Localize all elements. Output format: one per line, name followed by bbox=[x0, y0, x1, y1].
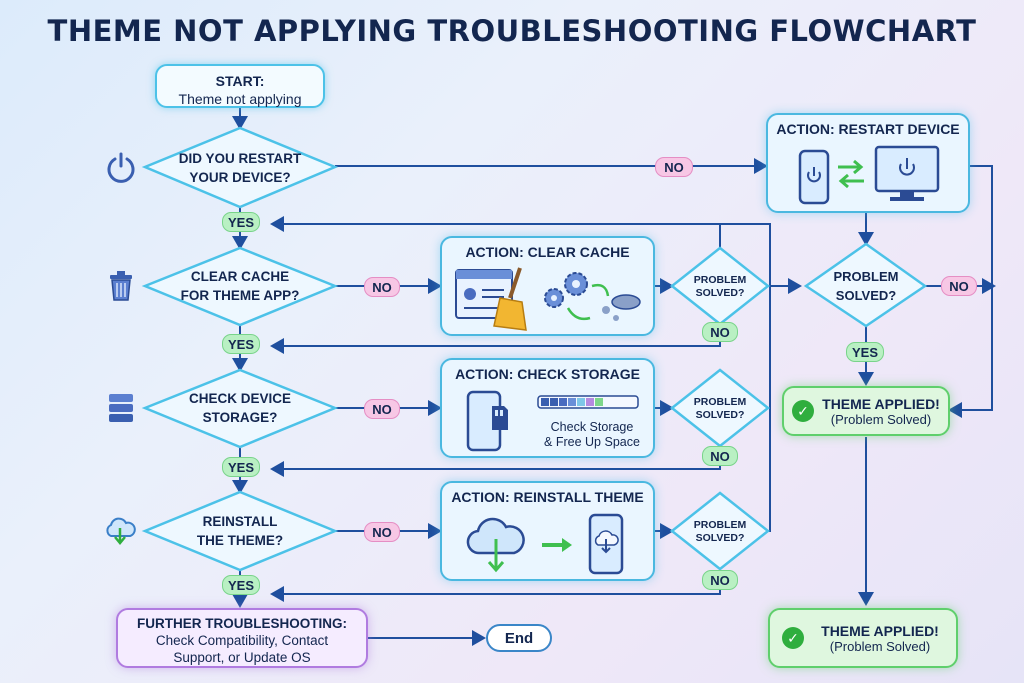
decision-cache-line1: CLEAR CACHE bbox=[190, 269, 290, 284]
yes-label-restart: YES bbox=[222, 212, 260, 232]
ps-cache-line2: SOLVED? bbox=[695, 287, 745, 299]
phone-power-icon bbox=[798, 149, 830, 205]
storage-note-line1: Check Storage bbox=[550, 420, 634, 434]
cloud-download-large-icon bbox=[466, 517, 525, 573]
theme-applied-final-box: ✓ THEME APPLIED! (Problem Solved) bbox=[768, 608, 958, 668]
reinstall-illustration bbox=[466, 513, 624, 575]
no-label-storage: NO bbox=[364, 399, 400, 419]
phone-download-icon bbox=[588, 513, 624, 575]
decision-storage: CHECK DEVICE STORAGE? bbox=[160, 390, 320, 426]
broom-icon bbox=[493, 267, 527, 331]
action-restart-device: ACTION: RESTART DEVICE bbox=[766, 113, 970, 213]
further-line2: Support, or Update OS bbox=[173, 650, 311, 665]
decision-restart: DID YOU RESTART YOUR DEVICE? bbox=[160, 150, 320, 186]
no-label-cache: NO bbox=[364, 277, 400, 297]
cloud-download-icon bbox=[106, 517, 136, 545]
ps-storage-line2: SOLVED? bbox=[695, 409, 745, 421]
theme-applied-final-title: THEME APPLIED! bbox=[821, 622, 939, 639]
problem-solved-main: PROBLEM SOLVED? bbox=[820, 268, 912, 304]
server-icon bbox=[109, 394, 133, 422]
no-label-reinstall: NO bbox=[364, 522, 400, 542]
further-troubleshooting-box: FURTHER TROUBLESHOOTING: Check Compatibi… bbox=[116, 608, 368, 668]
no-label-ps-cache: NO bbox=[702, 322, 738, 342]
ps-main-line2: SOLVED? bbox=[835, 288, 897, 303]
further-title: FURTHER TROUBLESHOOTING: bbox=[137, 616, 347, 631]
storage-note: Check Storage & Free Up Space bbox=[532, 420, 652, 450]
theme-applied-title: THEME APPLIED! bbox=[822, 395, 940, 412]
decision-cache-line2: FOR THEME APP? bbox=[180, 288, 300, 303]
restart-illustration bbox=[798, 145, 940, 205]
action-cache-title: ACTION: CLEAR CACHE bbox=[465, 244, 630, 260]
cache-illustration bbox=[455, 267, 641, 331]
no-label-restart: NO bbox=[655, 157, 693, 177]
ps-cache-line1: PROBLEM bbox=[693, 274, 747, 286]
decision-restart-line2: YOUR DEVICE? bbox=[189, 170, 291, 185]
monitor-power-icon bbox=[874, 145, 940, 201]
page-title: THEME NOT APPLYING TROUBLESHOOTING FLOWC… bbox=[47, 14, 977, 48]
action-clear-cache: ACTION: CLEAR CACHE bbox=[440, 236, 655, 336]
decision-reinstall: REINSTALL THE THEME? bbox=[160, 513, 320, 549]
yes-label-problem-solved: YES bbox=[846, 342, 884, 362]
theme-applied-box: ✓ THEME APPLIED! (Problem Solved) bbox=[782, 386, 950, 436]
theme-applied-subtitle: (Problem Solved) bbox=[830, 411, 932, 427]
yes-label-reinstall: YES bbox=[222, 575, 260, 595]
power-icon bbox=[107, 152, 135, 183]
trash-icon bbox=[110, 271, 132, 301]
decision-restart-line1: DID YOU RESTART bbox=[178, 151, 302, 166]
end-terminal: End bbox=[486, 624, 552, 652]
decision-cache: CLEAR CACHE FOR THEME APP? bbox=[160, 268, 320, 304]
action-check-storage: ACTION: CHECK STORAGE Check Storage & Fr… bbox=[440, 358, 655, 458]
no-label-ps-storage: NO bbox=[702, 446, 738, 466]
start-label: START: bbox=[215, 73, 265, 89]
action-reinstall-theme: ACTION: REINSTALL THEME bbox=[440, 481, 655, 581]
action-storage-title: ACTION: CHECK STORAGE bbox=[455, 366, 640, 382]
storage-bar-icon bbox=[537, 395, 639, 409]
ps-reinstall-line1: PROBLEM bbox=[693, 519, 747, 531]
action-reinstall-title: ACTION: REINSTALL THEME bbox=[451, 489, 644, 505]
decision-reinstall-line1: REINSTALL bbox=[202, 514, 278, 529]
yes-label-storage: YES bbox=[222, 457, 260, 477]
ps-storage-line1: PROBLEM bbox=[693, 396, 747, 408]
start-text: Theme not applying bbox=[178, 91, 302, 107]
decision-reinstall-line2: THE THEME? bbox=[196, 533, 284, 548]
further-line1: Check Compatibility, Contact bbox=[155, 633, 329, 648]
yes-label-cache: YES bbox=[222, 334, 260, 354]
no-label-problem-solved: NO bbox=[941, 276, 977, 296]
action-restart-title: ACTION: RESTART DEVICE bbox=[776, 121, 960, 137]
checkmark-icon: ✓ bbox=[782, 627, 804, 649]
phone-sdcard-icon bbox=[466, 390, 508, 452]
ps-main-line1: PROBLEM bbox=[833, 269, 899, 284]
theme-applied-final-subtitle: (Problem Solved) bbox=[829, 638, 931, 654]
storage-note-line2: & Free Up Space bbox=[544, 435, 640, 449]
ps-reinstall-line2: SOLVED? bbox=[695, 532, 745, 544]
checkmark-icon: ✓ bbox=[792, 400, 814, 422]
start-box: START: Theme not applying bbox=[155, 64, 325, 108]
gears-icon bbox=[544, 272, 641, 321]
decision-storage-line2: STORAGE? bbox=[202, 410, 278, 425]
no-label-ps-reinstall: NO bbox=[702, 570, 738, 590]
decision-storage-line1: CHECK DEVICE bbox=[188, 391, 291, 406]
